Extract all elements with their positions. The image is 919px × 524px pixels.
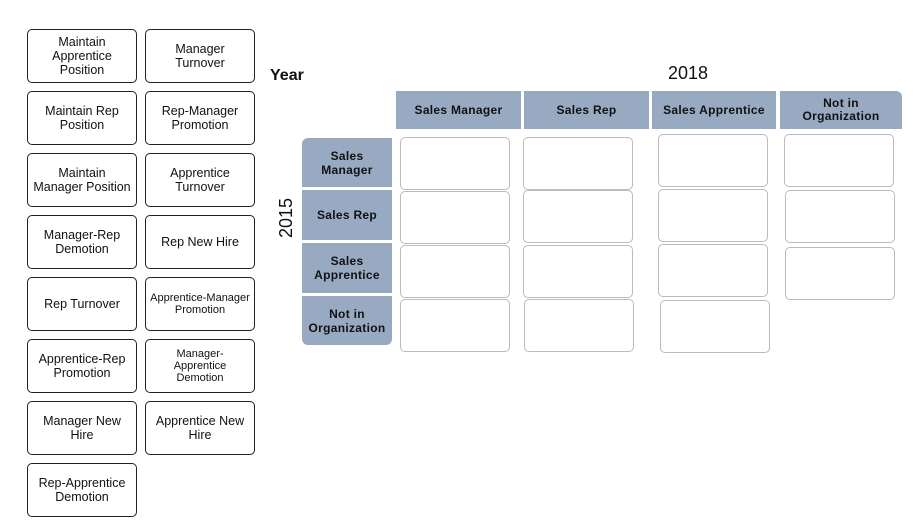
row-year-label: 2015	[276, 197, 296, 238]
drop-zone-new-to-rep[interactable]	[524, 299, 634, 352]
column-header-sales-manager: Sales Manager	[396, 91, 521, 129]
drop-zone-apprentice-to-manager[interactable]	[400, 245, 510, 298]
drop-zone-new-to-manager[interactable]	[400, 299, 510, 352]
card-maintain-rep-position[interactable]: Maintain Rep Position	[27, 91, 137, 145]
column-year-label: 2018	[668, 63, 709, 83]
card-apprentice-manager-promotion[interactable]: Apprentice-Manager Promotion	[145, 277, 255, 331]
card-rep-new-hire[interactable]: Rep New Hire	[145, 215, 255, 269]
drop-zone-manager-to-out[interactable]	[784, 134, 894, 187]
drop-zone-manager-to-manager[interactable]	[400, 137, 510, 190]
card-manager-rep-demotion[interactable]: Manager-Rep Demotion	[27, 215, 137, 269]
column-header-sales-apprentice: Sales Apprentice	[652, 91, 776, 129]
column-header-sales-rep: Sales Rep	[524, 91, 649, 129]
drop-zone-manager-to-rep[interactable]	[523, 137, 633, 190]
drop-zone-apprentice-to-rep[interactable]	[523, 245, 633, 298]
card-apprentice-turnover[interactable]: Apprentice Turnover	[145, 153, 255, 207]
drop-zone-manager-to-apprentice[interactable]	[658, 134, 768, 187]
card-apprentice-new-hire[interactable]: Apprentice New Hire	[145, 401, 255, 455]
drop-zone-rep-to-out[interactable]	[785, 190, 895, 243]
card-manager-new-hire[interactable]: Manager New Hire	[27, 401, 137, 455]
drop-zone-rep-to-manager[interactable]	[400, 191, 510, 244]
card-maintain-manager-position[interactable]: Maintain Manager Position	[27, 153, 137, 207]
card-rep-apprentice-demotion[interactable]: Rep-Apprentice Demotion	[27, 463, 137, 517]
card-maintain-apprentice-position[interactable]: Maintain Apprentice Position	[27, 29, 137, 83]
card-rep-manager-promotion[interactable]: Rep-Manager Promotion	[145, 91, 255, 145]
card-manager-turnover[interactable]: Manager Turnover	[145, 29, 255, 83]
drop-zone-rep-to-rep[interactable]	[523, 190, 633, 243]
drop-zone-apprentice-to-out[interactable]	[785, 247, 895, 300]
drop-zone-rep-to-apprentice[interactable]	[658, 189, 768, 242]
card-manager-apprentice-demotion[interactable]: Manager-Apprentice Demotion	[145, 339, 255, 393]
row-header-not-in-organization: Not in Organization	[302, 296, 392, 345]
row-header-sales-rep: Sales Rep	[302, 190, 392, 240]
card-apprentice-rep-promotion[interactable]: Apprentice-Rep Promotion	[27, 339, 137, 393]
row-header-sales-manager: Sales Manager	[302, 138, 392, 187]
drop-zone-new-to-apprentice[interactable]	[660, 300, 770, 353]
axis-label-year: Year	[270, 67, 304, 84]
drop-zone-apprentice-to-apprentice[interactable]	[658, 244, 768, 297]
column-header-not-in-organization: Not in Organization	[780, 91, 902, 129]
row-header-sales-apprentice: Sales Apprentice	[302, 243, 392, 293]
card-rep-turnover[interactable]: Rep Turnover	[27, 277, 137, 331]
